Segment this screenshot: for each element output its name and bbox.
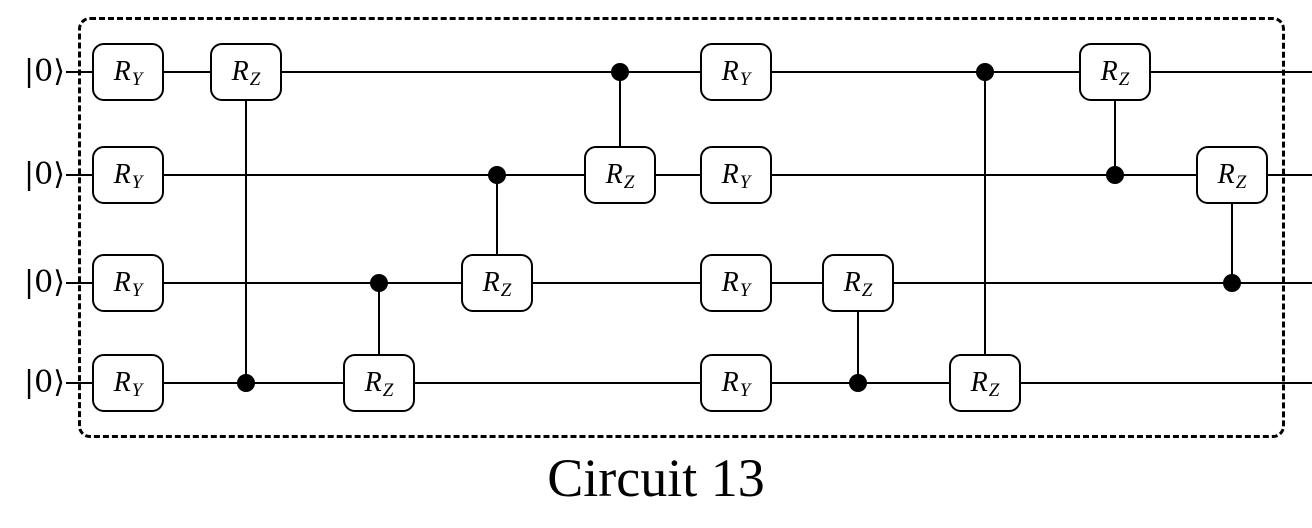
gate-label-subscript: Y <box>739 279 751 301</box>
gate-label-base: R <box>1100 56 1118 87</box>
gate-label-base: R <box>721 267 739 298</box>
gate-label-subscript: Y <box>131 379 143 401</box>
gate-label-subscript: Y <box>739 68 751 90</box>
gate-label-subscript: Y <box>131 279 143 301</box>
qubit-ket-label-0: |0⟩ <box>24 54 65 89</box>
gate-label-base: R <box>721 159 739 190</box>
gate-label-subscript: Z <box>988 379 1000 401</box>
circuit-title: Circuit 13 <box>547 448 765 508</box>
control-line <box>496 175 498 283</box>
gate-label-subscript: Z <box>623 171 635 193</box>
gate-label-subscript: Z <box>1235 171 1247 193</box>
gate-label-base: R <box>1217 159 1235 190</box>
control-line <box>245 72 247 383</box>
control-line <box>984 72 986 383</box>
gate-label-base: R <box>721 56 739 87</box>
qubit-ket-label-3: |0⟩ <box>24 365 65 400</box>
control-line <box>1114 72 1116 175</box>
gate-label-subscript: Y <box>131 68 143 90</box>
gate-label-subscript: Y <box>131 171 143 193</box>
qubit-ket-label-2: |0⟩ <box>24 265 65 300</box>
control-dot-q0 <box>976 63 994 81</box>
gate-label-base: R <box>113 267 131 298</box>
control-line <box>619 72 621 175</box>
control-dot-q2 <box>370 274 388 292</box>
gate-label-base: R <box>113 367 131 398</box>
gate-label-base: R <box>843 267 861 298</box>
gate-label-base: R <box>721 367 739 398</box>
gate-label-base: R <box>231 56 249 87</box>
gate-label-base: R <box>605 159 623 190</box>
gate-label-base: R <box>482 267 500 298</box>
qubit-ket-label-1: |0⟩ <box>24 157 65 192</box>
gate-label-subscript: Z <box>1118 68 1130 90</box>
control-dot-q1 <box>1106 166 1124 184</box>
gate-label-subscript: Z <box>249 68 261 90</box>
gate-label-base: R <box>364 367 382 398</box>
gate-label-base: R <box>113 56 131 87</box>
gate-label-subscript: Z <box>861 279 873 301</box>
control-line <box>378 283 380 383</box>
gate-label-base: R <box>113 159 131 190</box>
qubit-wire-0 <box>66 71 1312 73</box>
control-dot-q3 <box>849 374 867 392</box>
control-dot-q0 <box>611 63 629 81</box>
control-line <box>1231 175 1233 283</box>
control-dot-q1 <box>488 166 506 184</box>
gate-label-subscript: Y <box>739 379 751 401</box>
circuit-dashed-boundary <box>78 17 1285 438</box>
gate-label-base: R <box>970 367 988 398</box>
control-dot-q2 <box>1223 274 1241 292</box>
qubit-wire-2 <box>66 282 1312 284</box>
qubit-wire-1 <box>66 174 1312 176</box>
gate-label-subscript: Y <box>739 171 751 193</box>
gate-label-subscript: Z <box>382 379 394 401</box>
control-dot-q3 <box>237 374 255 392</box>
control-line <box>857 283 859 383</box>
qubit-wire-3 <box>66 382 1312 384</box>
gate-label-subscript: Z <box>500 279 512 301</box>
